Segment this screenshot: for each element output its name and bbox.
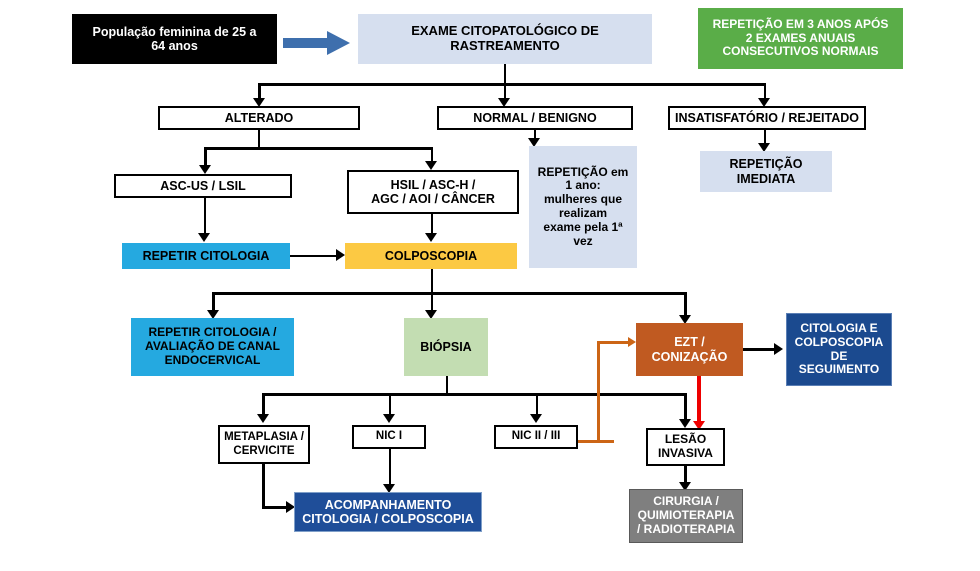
connector-lesao-down — [684, 466, 687, 483]
connector-nic23-orange-out — [577, 440, 614, 443]
connector-to-alterado — [258, 83, 261, 99]
connector-to-ascus — [204, 147, 207, 166]
arrowhead-colposcopia — [425, 233, 437, 242]
arrowhead-lesao-invasiva — [678, 419, 691, 428]
arrowhead-repetir-avaliacao — [206, 310, 219, 319]
node-repetir-citologia-avaliacao-canal: REPETIR CITOLOGIA / AVALIAÇÃO DE CANAL E… — [131, 318, 294, 376]
arrowhead-ezt-orange — [628, 336, 636, 347]
arrowhead-lesao-red — [693, 421, 705, 430]
connector-alterado-stem — [257, 130, 260, 147]
connector-nic23-orange-in — [597, 341, 628, 344]
connector-to-nic-ii-iii — [535, 393, 538, 415]
arrowhead-metaplasia — [256, 414, 269, 423]
arrowhead-acompanhamento-left — [286, 500, 295, 513]
connector-normal-stem — [533, 130, 536, 139]
connector-to-lesao-invasiva — [684, 393, 687, 420]
connector-nic23-orange-up — [597, 341, 600, 442]
node-alterado: ALTERADO — [158, 106, 360, 130]
connector-colposcopia-stem — [430, 269, 433, 292]
node-repeticao-1-ano: REPETIÇÃO em 1 ano: mulheres que realiza… — [529, 146, 637, 268]
connector-biopsia-stem — [445, 376, 448, 393]
connector-level1-bar — [258, 83, 766, 86]
connector-to-biopsia — [430, 292, 433, 311]
arrowhead-cirurgia — [678, 482, 691, 491]
node-normal-benigno: NORMAL / BENIGNO — [437, 106, 633, 130]
connector-to-normal — [503, 83, 506, 99]
connector-alterado-bar — [204, 147, 433, 150]
node-repeticao-3-anos: REPETIÇÃO EM 3 ANOS APÓS 2 EXAMES ANUAIS… — [698, 8, 903, 69]
arrowhead-ezt — [678, 315, 691, 324]
connector-ezt-to-seguimento — [743, 348, 774, 351]
connector-to-ezt — [684, 292, 687, 316]
node-cirurgia-quimio-radio: CIRURGIA / QUIMIOTERAPIA / RADIOTERAPIA — [629, 489, 743, 543]
arrowhead-nic-i — [383, 414, 395, 423]
node-acompanhamento-citologia-colposcopia: ACOMPANHAMENTO CITOLOGIA / COLPOSCOPIA — [294, 492, 482, 532]
connector-nic-i-down — [388, 449, 391, 485]
arrowhead-insatisfatorio — [758, 98, 770, 107]
connector-to-hsil — [430, 147, 433, 162]
connector-citologia-to-colposcopia — [290, 254, 336, 257]
connector-biopsia-bar — [262, 393, 686, 396]
node-colposcopia: COLPOSCOPIA — [345, 243, 517, 269]
arrowhead-nic-ii-iii — [530, 414, 542, 423]
connector-exame-stem — [503, 64, 506, 83]
node-nic-ii-iii: NIC II / III — [494, 425, 578, 449]
connector-to-repetir-avaliacao — [212, 292, 215, 311]
arrowhead-repetir-citologia — [198, 233, 210, 242]
node-insatisfatorio-rejeitado: INSATISFATÓRIO / REJEITADO — [668, 106, 866, 130]
node-hsil-asch-agc-aoi-cancer: HSIL / ASC-H / AGC / AOI / CÂNCER — [347, 170, 519, 214]
connector-hsil-stem — [430, 214, 433, 234]
connector-to-insatisfatorio — [763, 83, 766, 99]
arrowhead-repeticao-imediata — [758, 143, 770, 152]
node-asc-us-lsil: ASC-US / LSIL — [114, 174, 292, 198]
connector-colposcopia-bar — [212, 292, 684, 295]
connector-insatisfatorio-stem — [763, 130, 766, 144]
arrowhead-seguimento — [774, 342, 783, 355]
connector-to-nic-i — [388, 393, 391, 415]
arrowhead-biopsia — [425, 310, 437, 319]
node-ezt-conizacao: EZT / CONIZAÇÃO — [636, 323, 743, 376]
connector-ezt-to-lesao-red — [697, 376, 701, 424]
connector-to-metaplasia — [262, 393, 265, 415]
node-metaplasia-cervicite: METAPLASIA / CERVICITE — [218, 425, 310, 464]
node-populacao-feminina: População feminina de 25 a 64 anos — [72, 14, 277, 64]
node-repetir-citologia: REPETIR CITOLOGIA — [122, 243, 290, 269]
node-nic-i: NIC I — [352, 425, 426, 449]
connector-metaplasia-down — [262, 464, 265, 508]
node-exame-citopatologico: EXAME CITOPATOLÓGICO DE RASTREAMENTO — [358, 14, 652, 64]
connector-metaplasia-right — [262, 506, 286, 509]
arrowhead-acompanhamento-top — [383, 484, 395, 493]
arrowhead-colposcopia-in — [336, 249, 345, 261]
arrowhead-normal — [498, 98, 510, 107]
node-citologia-colposcopia-seguimento: CITOLOGIA E COLPOSCOPIA DE SEGUIMENTO — [786, 313, 892, 386]
node-repeticao-imediata: REPETIÇÃO IMEDIATA — [700, 151, 832, 192]
connector-ascus-stem — [203, 198, 206, 234]
arrowhead-ascus — [198, 165, 211, 174]
arrowhead-hsil — [425, 161, 437, 170]
block-arrow-icon — [283, 31, 350, 55]
arrowhead-alterado — [252, 98, 265, 107]
node-lesao-invasiva: LESÃO INVASIVA — [646, 428, 725, 466]
node-biopsia: BIÓPSIA — [404, 318, 488, 376]
arrowhead-repeticao-1ano — [528, 138, 540, 147]
